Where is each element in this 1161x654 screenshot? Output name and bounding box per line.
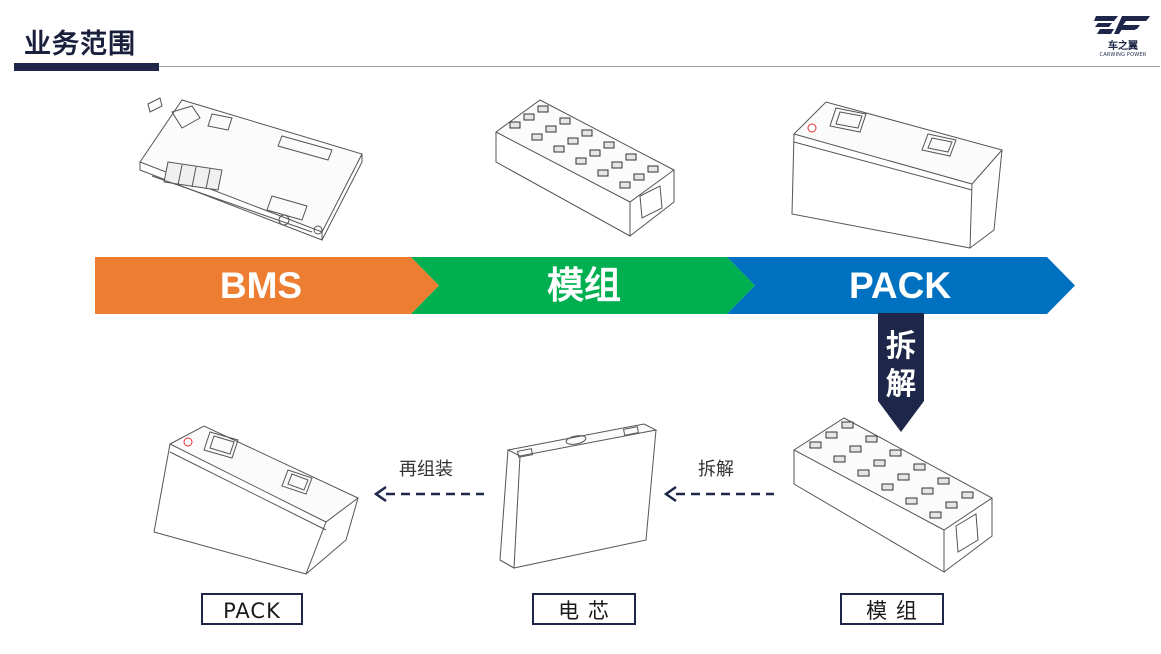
flow-step-pack: PACK [848,265,952,306]
module-image-top [495,99,675,237]
module-image-bottom [793,417,993,573]
label-module: 模 组 [840,593,944,625]
title-underline-bar [14,63,159,71]
disassemble-down-arrow [878,313,924,432]
company-logo: 车之翼 CARWING POWER [1092,14,1154,64]
dashed-arrow-right [664,485,774,503]
pack-image-bottom [153,425,359,575]
disassemble-label: 拆解 [886,329,916,402]
page-title: 业务范围 [24,29,136,60]
flow-step-bms: BMS [219,265,303,306]
pack-image-top [791,101,1003,249]
header-divider [14,66,1160,67]
label-cell: 电 芯 [532,593,636,625]
label-pack: PACK [201,593,303,625]
flow-arrow-bar [95,257,1075,314]
logo-mark-icon [1094,16,1150,34]
logo-subtitle: CARWING POWER [1099,52,1147,58]
dashed-arrow-left [374,485,484,503]
step-reassemble-text: 再组装 [399,459,453,480]
flow-step-module: 模组 [547,265,621,306]
bms-board-image [139,97,363,241]
logo-name: 车之翼 [1108,41,1138,52]
cell-image [499,423,658,569]
step-disassemble-text: 拆解 [698,459,734,480]
